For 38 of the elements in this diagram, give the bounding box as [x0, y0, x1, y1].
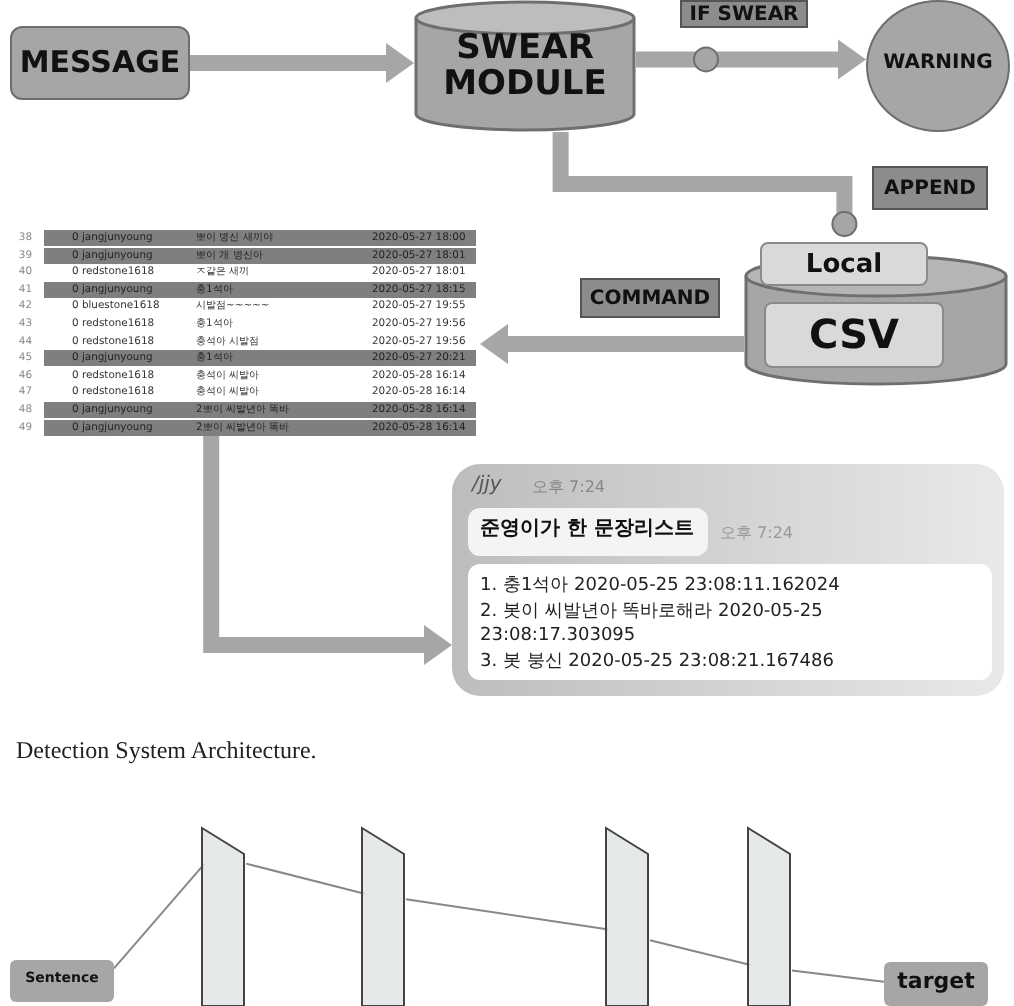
chat-message: 2. 봇이 씨발년아 똑바로해라 2020-05-25 23:08:17.303095 — [480, 600, 825, 648]
arrow — [636, 39, 865, 79]
node-label: SWEAR MODULE — [441, 32, 609, 104]
connector-line — [113, 862, 206, 970]
edge-label: APPEND — [872, 166, 988, 210]
edge-label: IF SWEAR — [680, 0, 808, 28]
layer-plane — [604, 828, 650, 1006]
connector-line — [649, 939, 752, 966]
chat-bubble — [468, 508, 708, 556]
connector-line — [245, 862, 366, 895]
arrow — [480, 324, 744, 364]
chat-bubble — [468, 564, 992, 680]
storage-cylinder — [744, 236, 1008, 386]
edge-label: COMMAND — [580, 278, 720, 318]
chat-message: 준영이가 한 문장리스트 — [480, 520, 694, 541]
chat-sender: /jjy — [472, 476, 502, 497]
node-label: MESSAGE — [17, 48, 183, 80]
chat-message: 1. 충1석아 2020-05-25 23:08:11.162024 — [480, 574, 842, 598]
layer-plane — [360, 828, 406, 1006]
chat-time: 오후 7:24 — [532, 480, 606, 497]
node-label: WARNING — [881, 54, 995, 75]
chat-window — [452, 464, 1004, 696]
layer-plane — [200, 828, 246, 1006]
module-cylinder — [414, 0, 636, 132]
node-label: target — [895, 970, 977, 994]
connector-line — [791, 969, 885, 983]
caption: Detection System Architecture. — [16, 736, 317, 766]
output-box — [884, 962, 988, 1006]
layer-plane — [746, 828, 792, 1006]
chat-time: 오후 7:24 — [720, 526, 794, 543]
connector-line — [405, 898, 610, 931]
storage-tab: Local — [760, 242, 928, 286]
arrow — [203, 436, 452, 665]
chat-message: 3. 봇 붕신 2020-05-25 23:08:21.167486 — [480, 650, 836, 674]
arrow — [190, 43, 414, 83]
input-box — [10, 960, 114, 1002]
storage-label: CSV — [764, 302, 944, 368]
process-box — [10, 26, 190, 100]
